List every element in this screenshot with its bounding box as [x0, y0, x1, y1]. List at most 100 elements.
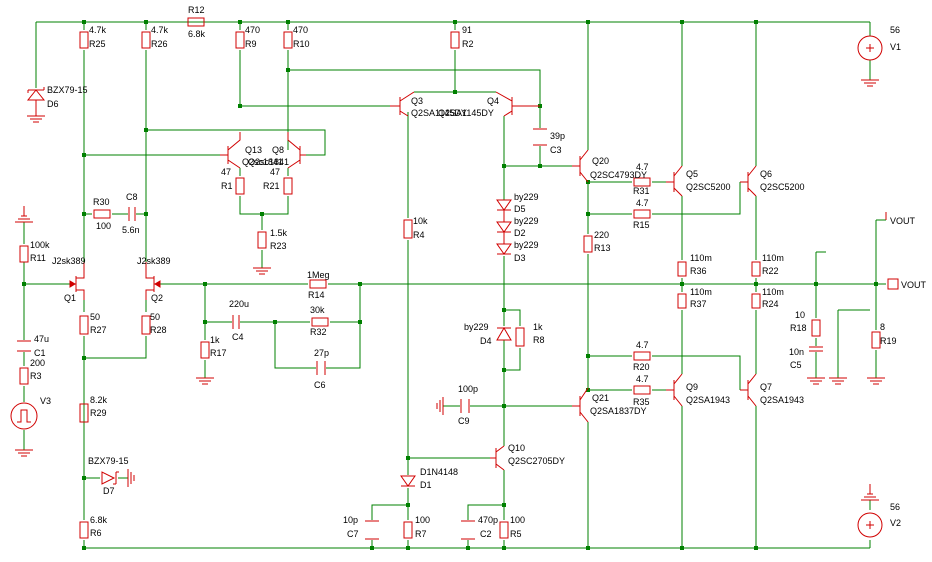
zener-D6 [26, 87, 46, 116]
transistor-Q20 [572, 149, 589, 183]
resistor-R35 [633, 385, 651, 395]
label-Q3-value: Q2SA1145DY [411, 108, 467, 118]
resistor-R19 [871, 331, 881, 349]
resistor-R27 [79, 315, 89, 335]
capacitor-C6 [316, 361, 326, 375]
label-R15-ref: R15 [633, 220, 650, 230]
label-R24-value: 110m [762, 287, 784, 297]
resistor-R23 [257, 231, 267, 249]
label-Q6-value: Q2SC5200 [760, 182, 805, 192]
transistor-Q8 [287, 132, 306, 169]
label-R24-ref: R24 [762, 299, 779, 309]
label-R25-ref: R25 [89, 39, 106, 49]
vout-port-right [887, 278, 899, 290]
label-R5-value: 100 [510, 515, 525, 525]
label-R13-ref: R13 [594, 243, 611, 253]
label-R20-ref: R20 [633, 362, 650, 372]
label-V1-ref: V1 [890, 42, 901, 52]
label-C3-value: 39p [550, 131, 565, 141]
label-D5-ref: D5 [514, 204, 526, 214]
resistor-R3 [19, 367, 29, 385]
label-R31-ref: R31 [633, 186, 650, 196]
label-R36-ref: R36 [690, 266, 707, 276]
zener-D7 [101, 471, 119, 485]
label-R37-ref: R37 [690, 299, 707, 309]
label-C8-ref: C8 [126, 192, 138, 202]
label-C4-value: 220u [229, 299, 249, 309]
label-R30-ref: R30 [93, 197, 110, 207]
label-C6-ref: C6 [314, 380, 326, 390]
label-Q7-value: Q2SA1943 [760, 395, 804, 405]
label-R5-ref: R5 [510, 529, 522, 539]
label-C2-ref: C2 [480, 529, 492, 539]
transistor-Q5 [666, 165, 683, 197]
resistor-R29 [79, 403, 89, 423]
resistor-R26 [141, 31, 151, 49]
source-V1 [857, 35, 883, 61]
label-R9-value: 470 [245, 25, 260, 35]
jfet-Q1 [69, 262, 85, 300]
label-R19-ref: R19 [880, 336, 897, 346]
label-R36-value: 110m [690, 253, 712, 263]
transistor-Q4 [495, 91, 540, 117]
label-vout-top: VOUT [890, 216, 916, 226]
label-R28-value: 50 [150, 312, 160, 322]
label-R29-ref: R29 [90, 408, 107, 418]
label-Q7-ref: Q7 [760, 382, 772, 392]
transistor-Q3 [390, 91, 415, 117]
label-R8-value: 1k [533, 322, 543, 332]
label-C9-value: 100p [458, 384, 478, 394]
label-R23-ref: R23 [270, 241, 287, 251]
ground-symbols [15, 79, 885, 501]
label-C1-value: 47u [34, 334, 49, 344]
resistor-R15 [633, 209, 651, 219]
label-R3-ref: R3 [30, 371, 42, 381]
resistor-R24 [751, 293, 761, 309]
label-R26-value: 4.7k [151, 25, 169, 35]
transistor-Q9 [666, 373, 683, 407]
junction-dots [22, 20, 878, 550]
label-Q4-ref: Q4 [487, 96, 499, 106]
label-R8-ref: R8 [533, 335, 545, 345]
label-V2-value: 56 [890, 502, 900, 512]
label-D3-ref: D3 [514, 253, 526, 263]
label-D2-ref: D2 [514, 228, 526, 238]
label-R15-value: 4.7 [636, 198, 649, 208]
label-Q8-ref: Q8 [272, 145, 284, 155]
capacitor-C7 [365, 520, 379, 540]
source-V3 [10, 402, 38, 430]
diode-D3 [496, 232, 512, 255]
resistor-R8 [515, 327, 525, 347]
label-Q2-ref: Q2 [151, 293, 163, 303]
label-C6-value: 27p [314, 348, 329, 358]
label-Q10-value: Q2SC2705DY [508, 456, 565, 466]
label-R35-value: 4.7 [636, 374, 649, 384]
label-D1-value: D1N4148 [420, 467, 458, 477]
label-R26-ref: R26 [151, 39, 168, 49]
label-R11-value: 100k [30, 240, 50, 250]
capacitor-C4 [232, 315, 240, 329]
label-Q4-value: Q2SA1145DY [438, 108, 494, 118]
label-R2-ref: R2 [462, 39, 474, 49]
label-R4-value: 10k [413, 216, 428, 226]
label-D4-ref: D4 [480, 336, 492, 346]
resistor-R25 [79, 31, 89, 49]
label-C7-ref: C7 [347, 529, 359, 539]
label-R17-ref: R17 [210, 348, 227, 358]
source-V2 [857, 512, 883, 538]
resistor-R22 [751, 261, 761, 277]
label-R6-ref: R6 [90, 528, 102, 538]
label-R10-ref: R10 [293, 39, 310, 49]
label-C9-ref: C9 [458, 416, 470, 426]
label-R23-value: 1.5k [270, 228, 288, 238]
label-Q9-value: Q2SA1943 [686, 395, 730, 405]
label-R13-value: 220 [594, 230, 609, 240]
resistor-R13 [583, 235, 593, 253]
label-C5-value: 10n [789, 347, 804, 357]
label-D7-ref: D7 [103, 486, 115, 496]
label-R7-value: 100 [415, 515, 430, 525]
label-Q9-ref: Q9 [686, 382, 698, 392]
label-D4-value: by229 [464, 322, 489, 332]
diode-D5 [496, 199, 512, 211]
label-R14-value: 1Meg [307, 270, 330, 280]
